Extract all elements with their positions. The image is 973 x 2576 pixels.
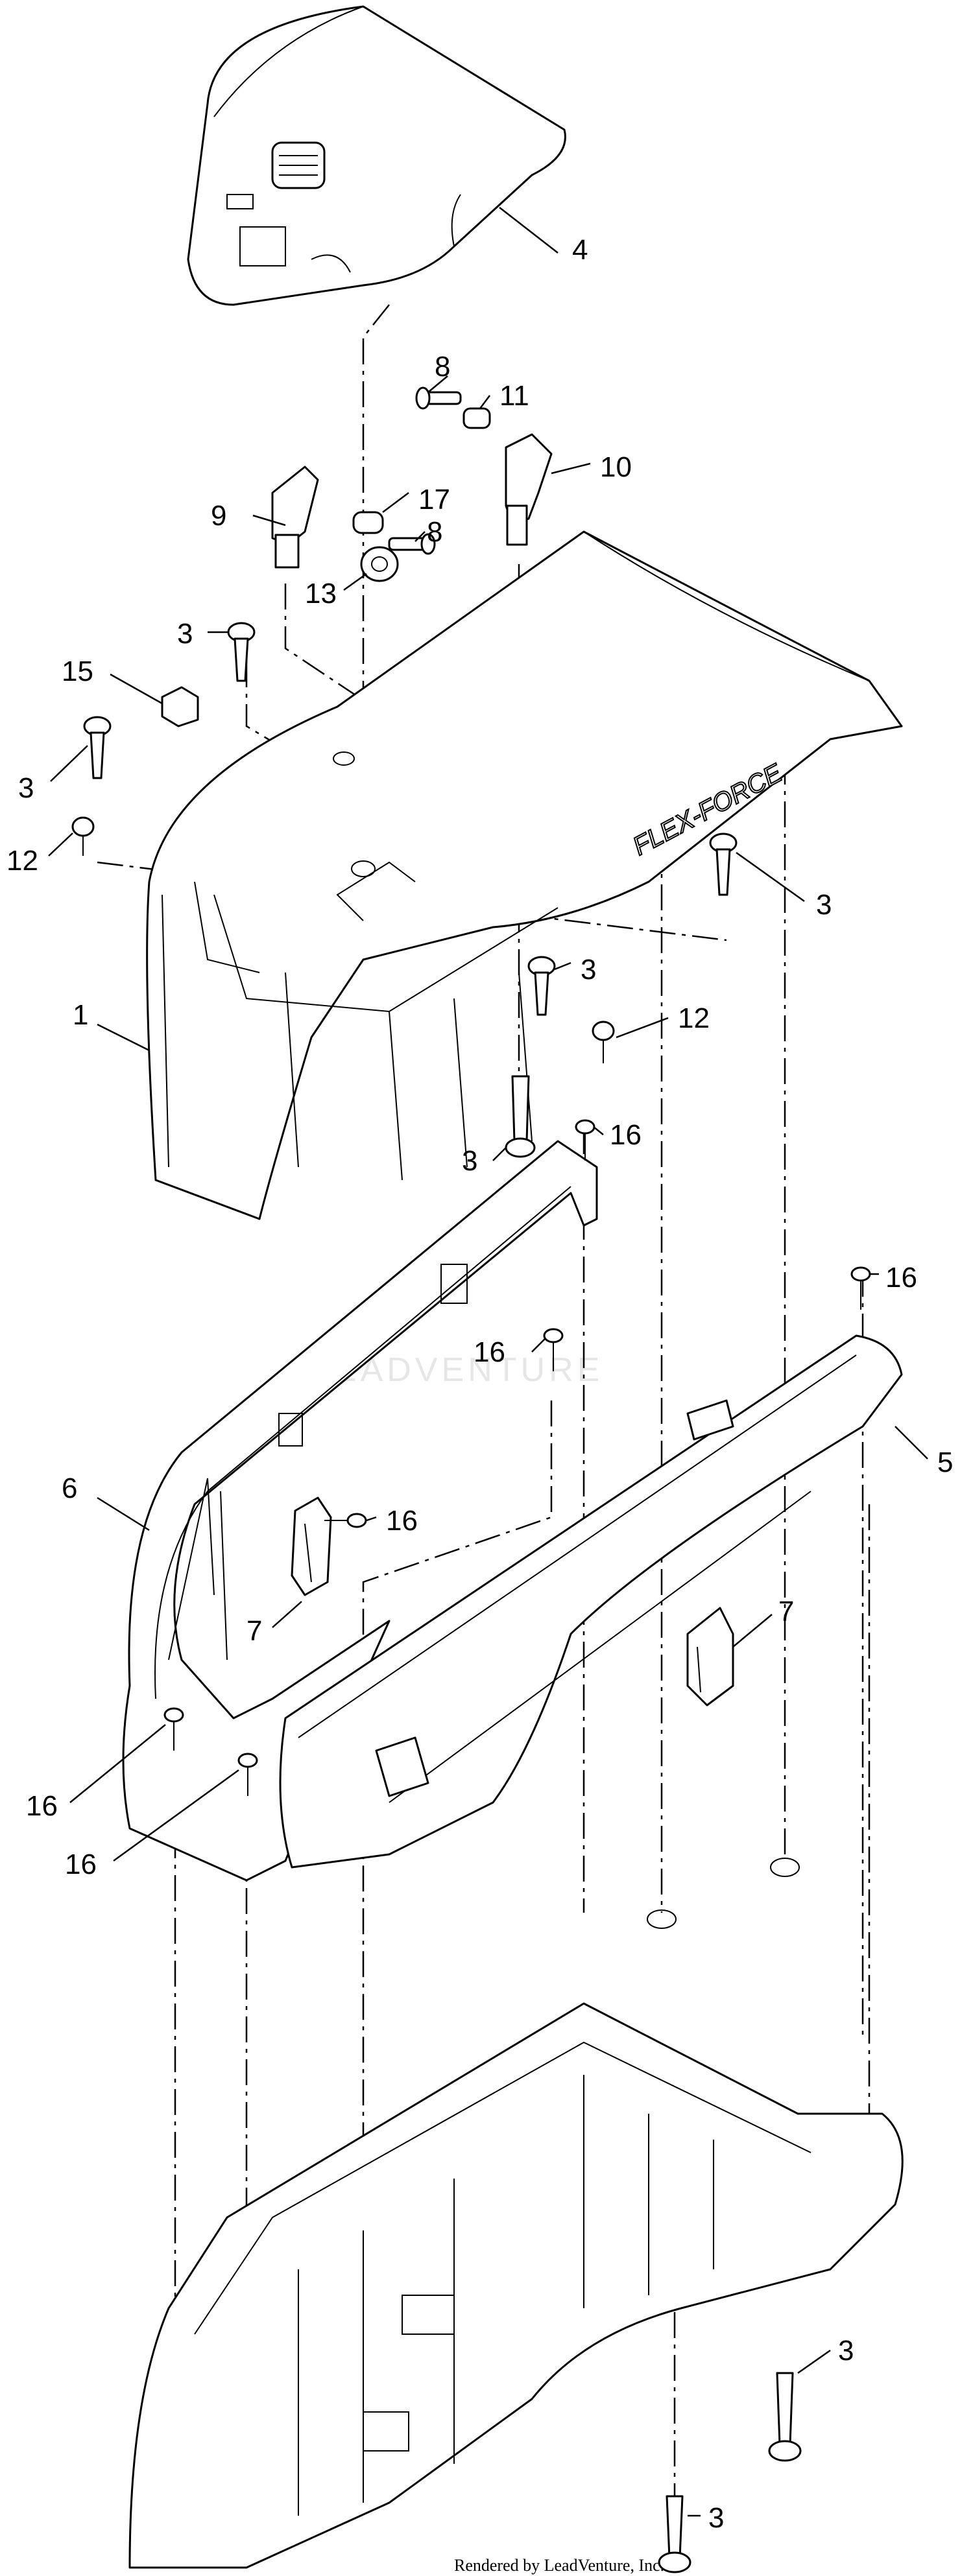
- callout-1: 1: [73, 999, 88, 1031]
- footer-credit: Rendered by LeadVenture, Inc.: [454, 2556, 664, 2575]
- callout-6: 6: [62, 1472, 77, 1504]
- part-10-hinge-right: [505, 433, 553, 546]
- part-13-nut: [360, 546, 399, 582]
- part-7-latch-left: [291, 1496, 332, 1596]
- callout-12-b: 12: [678, 1002, 710, 1034]
- callout-10: 10: [600, 451, 632, 483]
- part-3-screw-b: [83, 716, 112, 779]
- callout-17: 17: [418, 484, 450, 515]
- callout-3-c: 3: [816, 889, 832, 921]
- callout-3-f: 3: [838, 2335, 854, 2367]
- callout-16-f: 16: [65, 1849, 97, 1880]
- callout-3-e: 3: [462, 1145, 477, 1177]
- part-3-screw-a: [227, 622, 256, 682]
- part-17-spacer: [352, 511, 384, 534]
- part-16-screw-b: [543, 1328, 564, 1371]
- callout-7-left: 7: [246, 1615, 262, 1647]
- callout-16-d: 16: [386, 1505, 418, 1537]
- part-9-hinge-left: [271, 466, 319, 569]
- callout-4: 4: [572, 234, 588, 266]
- part-6-left-panel: [122, 1140, 598, 1882]
- part-16-screw-e: [163, 1707, 184, 1751]
- callout-12-a: 12: [6, 845, 38, 877]
- part-16-screw-d: [324, 1513, 367, 1528]
- callout-16-a: 16: [610, 1119, 642, 1151]
- callout-8-upper: 8: [435, 351, 450, 383]
- callout-7-right: 7: [778, 1596, 794, 1627]
- callout-3-b: 3: [18, 772, 34, 804]
- callout-15: 15: [62, 656, 93, 687]
- part-16-screw-f: [237, 1753, 258, 1796]
- callout-11: 11: [499, 380, 529, 412]
- part-3-screw-g: [658, 2495, 691, 2573]
- logo-emblem: [271, 141, 326, 189]
- part-12-pin-a: [71, 816, 95, 856]
- part-8-bolt-lower: [388, 533, 436, 555]
- callout-5: 5: [937, 1447, 953, 1478]
- callout-9: 9: [211, 500, 226, 532]
- part-5-right-panel: [279, 1334, 903, 1869]
- part-15-clip: [161, 686, 199, 727]
- callout-3-d: 3: [581, 954, 596, 986]
- callout-16-e: 16: [26, 1790, 58, 1822]
- callout-16-b: 16: [474, 1336, 505, 1368]
- callout-16-c: 16: [885, 1262, 917, 1294]
- callout-3-g: 3: [708, 2502, 724, 2534]
- part-16-screw-c: [850, 1266, 871, 1310]
- callout-8-lower: 8: [427, 516, 442, 548]
- callout-3-a: 3: [177, 618, 193, 650]
- part-12-pin-b: [592, 1021, 615, 1063]
- callout-labels: 4 8 11 10 9 17 8 13 3 15 3 12 3 1 3 12 3…: [6, 234, 953, 2534]
- part-8-bolt-upper: [415, 386, 462, 410]
- callout-13: 13: [305, 578, 337, 609]
- part-11-bushing: [462, 407, 491, 429]
- part-3-screw-f: [768, 2372, 802, 2462]
- part-3-screw-c: [709, 833, 738, 896]
- base-housing: [128, 1858, 904, 2569]
- part-7-latch-right: [686, 1607, 734, 1707]
- part-4-top-cover: [187, 5, 566, 306]
- part-3-screw-d: [527, 956, 556, 1016]
- leader-lines: [48, 207, 928, 2517]
